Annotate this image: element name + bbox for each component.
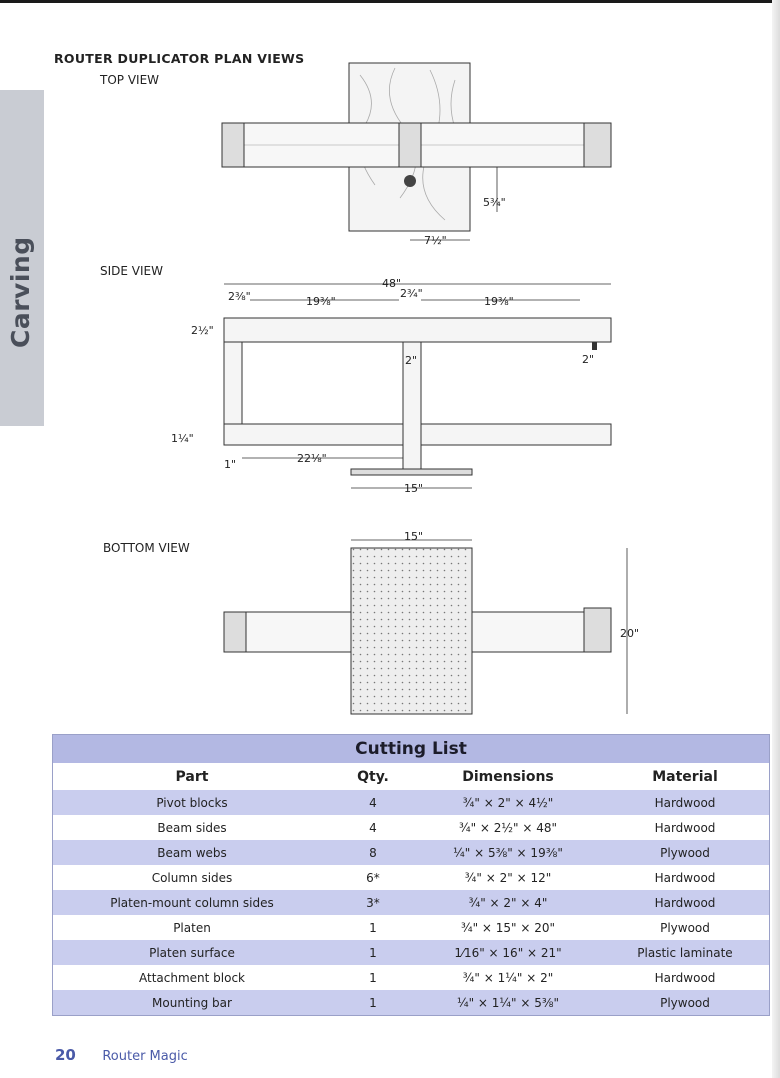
bottom-view-label: BOTTOM VIEW (103, 541, 190, 555)
page-top-rule (0, 0, 780, 3)
top-pivot-block-center (398, 122, 422, 168)
side-view-label: SIDE VIEW (100, 264, 163, 278)
side-lower-beam-right (420, 423, 612, 446)
side-left-post (223, 341, 243, 425)
top-dim-5-3-4: 5¾" (483, 196, 506, 209)
cell-material: Hardwood (654, 870, 716, 885)
side-dim-2-1-2: 2½" (191, 324, 214, 337)
cell-material: Hardwood (654, 820, 716, 835)
side-dim-15: 15" (404, 482, 423, 495)
cell-part: Mounting bar (152, 995, 232, 1010)
side-dim-22-1-8: 22⅛" (297, 452, 327, 465)
table-row: Platen surface 1 1⁄16" × 16" × 21" Plastic … (53, 940, 769, 965)
page-binding-edge (772, 0, 780, 1078)
cell-qty: 1 (369, 920, 377, 935)
bottom-view-drawing: 15" 20" (223, 530, 639, 715)
top-pivot-block-left (221, 122, 245, 168)
side-dim-48: 48" (382, 277, 401, 290)
side-dim-2-3-4: 2¾" (400, 287, 423, 300)
side-platen (350, 468, 473, 476)
side-dim-2-column: 2" (405, 354, 417, 367)
cell-dimensions: 1⁄16" × 16" × 21" (454, 945, 562, 960)
side-dim-1-1-4: 1¼" (171, 432, 194, 445)
cell-part: Column sides (151, 870, 233, 885)
cell-material: Hardwood (654, 895, 716, 910)
cell-part: Beam webs (157, 845, 227, 860)
table-row: Pivot blocks 4 ¾" × 2" × 4½" Hardwood (53, 790, 769, 815)
table-row: Column sides 6* ¾" × 2" × 12" Hardwood (53, 865, 769, 890)
cell-part: Platen-mount column sides (110, 895, 274, 910)
table-row: Attachment block 1 ¾" × 1¼" × 2" Hardwood (53, 965, 769, 990)
table-row: Platen-mount column sides 3* ¾" × 2" × 4" H… (53, 890, 769, 915)
header-part: Part (175, 768, 209, 785)
cell-dimensions: ¼" × 5⅜" × 19⅜" (453, 845, 563, 860)
cell-qty: 4 (369, 795, 377, 810)
cell-material: Plywood (660, 845, 710, 860)
side-attachment-block (592, 342, 597, 350)
cutting-list-header-row: Part Qty. Dimensions Material (53, 763, 769, 790)
section-tab: Carving (0, 90, 44, 426)
top-attachment-end (583, 122, 612, 168)
cell-qty: 4 (369, 820, 377, 835)
bottom-platen-surface (350, 547, 473, 715)
side-lower-beam-left (223, 423, 404, 446)
cell-qty: 8 (369, 845, 377, 860)
side-dim-1: 1" (224, 458, 236, 471)
side-dim-2-3-8: 2⅜" (228, 290, 251, 303)
cell-qty: 1 (369, 995, 377, 1010)
cell-dimensions: ¾" × 2½" × 48" (458, 820, 558, 835)
cell-dimensions: ¼" × 1¼" × 5⅜" (456, 995, 560, 1010)
cell-dimensions: ¾" × 2" × 4½" (462, 795, 554, 810)
cell-part: Beam sides (157, 820, 227, 835)
cell-part: Pivot blocks (156, 795, 228, 810)
table-row: Platen 1 ¾" × 15" × 20" Plywood (53, 915, 769, 940)
bottom-dim-20: 20" (620, 627, 639, 640)
cell-qty: 1 (369, 970, 377, 985)
cell-qty: 1 (369, 945, 377, 960)
cell-material: Plywood (660, 920, 710, 935)
side-dim-19-3-8-right: 19⅜" (484, 295, 514, 308)
cell-material: Plastic laminate (637, 945, 733, 960)
side-view-drawing: 48" 2⅜" 19⅜" 2¾" 19⅜" 2½" 2" 2" 1¼" 1" 2… (171, 277, 612, 495)
header-qty: Qty. (357, 768, 389, 785)
table-row: Beam webs 8 ¼" × 5⅜" × 19⅜" Plywood (53, 840, 769, 865)
side-dim-19-3-8-left: 19⅜" (306, 295, 336, 308)
top-view-drawing: 5¾" 7½" (221, 62, 612, 247)
cell-dimensions: ¾" × 1¼" × 2" (462, 970, 554, 985)
plan-drawings: 5¾" 7½" 48" 2⅜" 19⅜" 2¾" 19⅜" 2½" 2" 2" … (171, 62, 639, 715)
bottom-pivot-block (223, 611, 247, 653)
page-footer: 20 Router Magic (55, 1046, 188, 1064)
bottom-dim-15: 15" (404, 530, 423, 543)
table-row: Beam sides 4 ¾" × 2½" × 48" Hardwood (53, 815, 769, 840)
cutting-list-title: Cutting List (53, 735, 769, 763)
cell-material: Hardwood (654, 795, 716, 810)
cell-material: Hardwood (654, 970, 716, 985)
cell-part: Attachment block (138, 970, 245, 985)
cutting-list-table: Cutting List Part Qty. Dimensions Materi… (52, 734, 770, 1016)
cell-dimensions: ¾" × 2" × 12" (464, 870, 552, 885)
top-pivot-hole (404, 175, 416, 187)
cell-qty: 3* (366, 895, 380, 910)
cell-dimensions: ¾" × 15" × 20" (460, 920, 556, 935)
cell-part: Platen (173, 920, 211, 935)
top-dim-7-1-2: 7½" (424, 234, 447, 247)
cell-dimensions: ¾" × 2" × 4" (468, 895, 548, 910)
page-title: ROUTER DUPLICATOR PLAN VIEWS (54, 51, 305, 66)
cell-part: Platen surface (149, 945, 235, 960)
side-upper-beam (223, 317, 612, 343)
bottom-attachment-end (583, 607, 612, 653)
table-row: Mounting bar 1 ¼" × 1¼" × 5⅜" Plywood (53, 990, 769, 1015)
book-title: Router Magic (102, 1049, 188, 1064)
header-dimensions: Dimensions (462, 768, 554, 785)
page-number: 20 (55, 1046, 76, 1064)
header-material: Material (652, 768, 718, 785)
cell-qty: 6* (366, 870, 380, 885)
top-view-label: TOP VIEW (100, 73, 160, 87)
cell-material: Plywood (660, 995, 710, 1010)
side-dim-2-attachment: 2" (582, 353, 594, 366)
